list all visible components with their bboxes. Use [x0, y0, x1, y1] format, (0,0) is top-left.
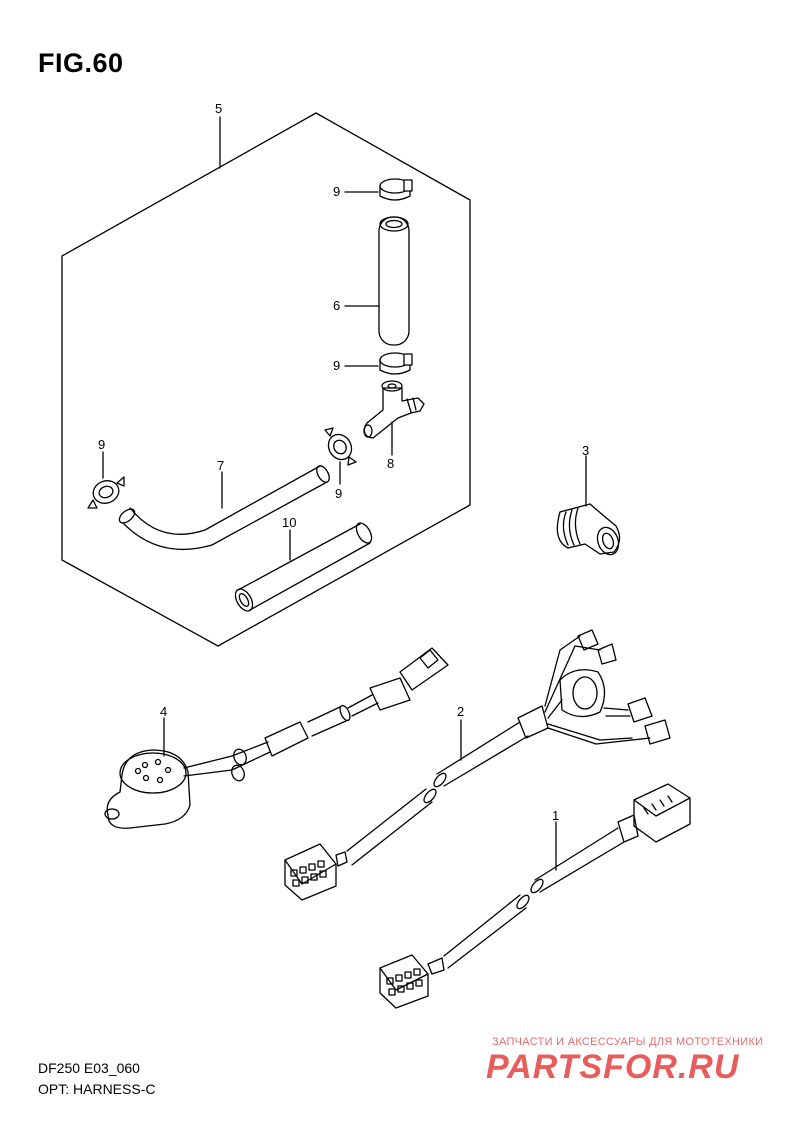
callout-8: 8: [387, 456, 394, 471]
callout-1: 1: [552, 808, 559, 823]
callout-3: 3: [582, 443, 589, 458]
clamp-part-9-lower: [324, 427, 357, 466]
hose-part-6: [378, 216, 410, 346]
callout-9-middle: 9: [333, 358, 340, 373]
callout-9-top: 9: [333, 184, 340, 199]
clamp-part-9-left: [87, 476, 125, 509]
wiring-harness-part-2: [284, 629, 671, 901]
watermark-brand: PARTSFOR.RU: [486, 1048, 740, 1086]
callout-9-lower: 9: [335, 486, 342, 501]
footer-model-code: DF250 E03_060: [38, 1060, 140, 1076]
wiring-harness-part-1: [379, 783, 691, 1009]
bent-hose-part-7: [118, 465, 330, 551]
watermark-tagline: ЗАПЧАСТИ И АКСЕССУАРЫ ДЛЯ МОТОТЕХНИКИ: [492, 1036, 764, 1048]
clamp-part-9-middle: [379, 352, 413, 375]
clamp-part-9-top: [379, 178, 413, 201]
callout-10: 10: [282, 515, 296, 530]
straight-hose-part-10: [234, 522, 373, 612]
sensor-harness-part-4: [104, 647, 449, 829]
kit-boundary: [61, 112, 471, 647]
footer-description: OPT: HARNESS-C: [38, 1081, 156, 1097]
figure-title: FIG.60: [38, 48, 124, 78]
callout-5: 5: [215, 101, 222, 116]
tee-fitting-part-8: [363, 380, 425, 439]
callout-6: 6: [333, 298, 340, 313]
callout-4: 4: [160, 704, 167, 719]
callout-7: 7: [217, 458, 224, 473]
connector-part-3: [556, 503, 621, 556]
callout-2: 2: [457, 704, 464, 719]
callout-9-left: 9: [98, 437, 105, 452]
